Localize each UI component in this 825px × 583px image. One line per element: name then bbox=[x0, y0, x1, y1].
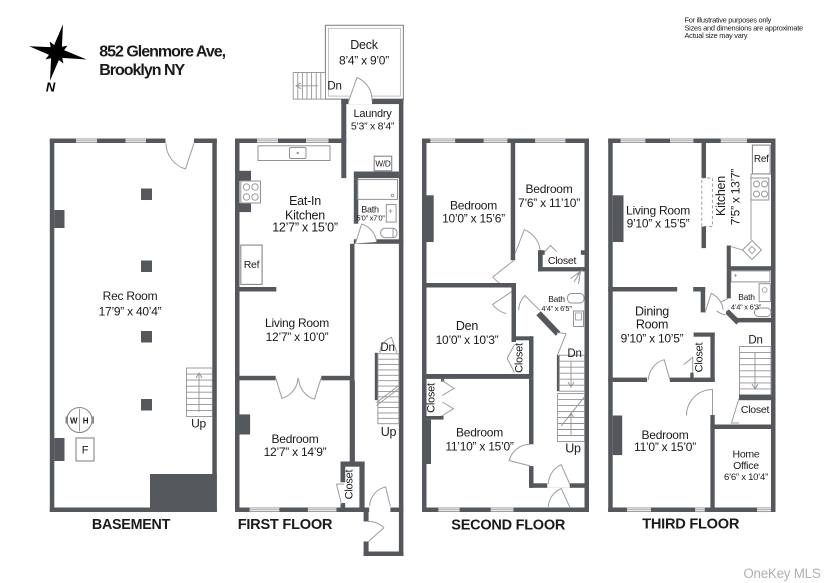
svg-text:Home: Home bbox=[732, 449, 759, 461]
svg-text:W/D: W/D bbox=[375, 160, 391, 169]
svg-text:Bedroom: Bedroom bbox=[456, 426, 503, 440]
svg-text:Ref: Ref bbox=[754, 154, 769, 165]
svg-text:THIRD FLOOR: THIRD FLOOR bbox=[642, 517, 740, 533]
svg-text:Dining: Dining bbox=[635, 305, 669, 319]
svg-text:Actual size may vary: Actual size may vary bbox=[685, 31, 748, 40]
svg-text:Living Room: Living Room bbox=[626, 204, 690, 218]
svg-text:Laundry: Laundry bbox=[353, 108, 392, 120]
svg-text:8’4” x 9’0”: 8’4” x 9’0” bbox=[339, 54, 389, 68]
svg-text:SECOND FLOOR: SECOND FLOOR bbox=[451, 517, 566, 533]
svg-text:For illustrative purposes only: For illustrative purposes only bbox=[685, 16, 772, 25]
svg-text:Den: Den bbox=[456, 319, 478, 333]
svg-text:10’0” x 15’6”: 10’0” x 15’6” bbox=[442, 212, 505, 226]
svg-text:FIRST FLOOR: FIRST FLOOR bbox=[238, 517, 333, 533]
svg-text:OneKey MLS: OneKey MLS bbox=[743, 566, 820, 581]
svg-text:11’10” x 15’0”: 11’10” x 15’0” bbox=[445, 440, 514, 454]
svg-text:4’4” x 6’3”: 4’4” x 6’3” bbox=[731, 303, 762, 312]
svg-text:5’3” x 8’4”: 5’3” x 8’4” bbox=[351, 121, 395, 133]
svg-text:Bedroom: Bedroom bbox=[526, 182, 573, 196]
svg-text:Closet: Closet bbox=[514, 343, 526, 373]
svg-text:Ref: Ref bbox=[244, 259, 260, 271]
svg-text:12’7” x 14’9”: 12’7” x 14’9” bbox=[264, 445, 327, 459]
svg-text:Closet: Closet bbox=[694, 342, 706, 372]
svg-text:4’4” x 6’5”: 4’4” x 6’5” bbox=[541, 304, 572, 313]
svg-text:Closet: Closet bbox=[426, 383, 438, 413]
svg-text:7’5” x 13’7”: 7’5” x 13’7” bbox=[729, 169, 743, 226]
svg-text:H: H bbox=[83, 417, 89, 426]
svg-text:Dn: Dn bbox=[327, 81, 341, 93]
svg-text:Up: Up bbox=[565, 442, 581, 456]
svg-text:N: N bbox=[46, 80, 56, 95]
svg-text:10’0” x 10’3”: 10’0” x 10’3” bbox=[436, 333, 499, 347]
svg-text:6’6” x 10’4”: 6’6” x 10’4” bbox=[724, 472, 768, 483]
svg-text:Bath: Bath bbox=[548, 294, 565, 304]
svg-text:Bedroom: Bedroom bbox=[642, 428, 689, 442]
svg-text:5’0” x7’0”: 5’0” x7’0” bbox=[356, 214, 385, 223]
svg-text:Rec Room: Rec Room bbox=[103, 289, 158, 303]
svg-text:Closet: Closet bbox=[343, 469, 355, 499]
svg-text:BASEMENT: BASEMENT bbox=[92, 517, 171, 533]
svg-text:852 Glenmore Ave,: 852 Glenmore Ave, bbox=[99, 44, 225, 61]
svg-text:Bath: Bath bbox=[361, 205, 379, 215]
svg-text:9’10” x 15’5”: 9’10” x 15’5” bbox=[627, 217, 690, 231]
svg-text:Office: Office bbox=[733, 460, 759, 472]
svg-text:Bedroom: Bedroom bbox=[272, 432, 319, 446]
svg-text:Sizes and dimensions are appro: Sizes and dimensions are approximate bbox=[685, 23, 803, 32]
svg-text:12’7” x 10’0”: 12’7” x 10’0” bbox=[266, 330, 329, 344]
svg-text:F: F bbox=[82, 445, 89, 457]
svg-text:9’10” x 10’5”: 9’10” x 10’5” bbox=[621, 332, 684, 346]
svg-text:Up: Up bbox=[191, 417, 206, 431]
svg-text:Closet: Closet bbox=[548, 255, 577, 267]
svg-text:Dn: Dn bbox=[567, 348, 581, 360]
svg-text:11’0” x 15’0”: 11’0” x 15’0” bbox=[634, 440, 696, 454]
svg-text:12’7” x 15’0”: 12’7” x 15’0” bbox=[272, 221, 338, 235]
svg-text:Room: Room bbox=[636, 318, 668, 332]
svg-text:Living Room: Living Room bbox=[265, 316, 329, 330]
svg-text:Eat-In: Eat-In bbox=[289, 194, 321, 208]
svg-text:Kitchen: Kitchen bbox=[285, 209, 325, 223]
svg-text:Deck: Deck bbox=[350, 38, 378, 52]
svg-text:Dn: Dn bbox=[380, 342, 394, 354]
svg-text:Closet: Closet bbox=[741, 404, 770, 416]
svg-text:Bath: Bath bbox=[738, 292, 755, 302]
svg-text:17’9” x 40’4”: 17’9” x 40’4” bbox=[99, 305, 162, 319]
svg-text:Dn: Dn bbox=[748, 335, 762, 347]
svg-text:Kitchen: Kitchen bbox=[714, 176, 728, 216]
svg-text:Brooklyn NY: Brooklyn NY bbox=[99, 62, 185, 79]
svg-text:W: W bbox=[70, 417, 78, 426]
svg-text:7’6” x 11’10”: 7’6” x 11’10” bbox=[518, 196, 580, 210]
svg-text:Bedroom: Bedroom bbox=[450, 199, 497, 213]
svg-text:Up: Up bbox=[381, 425, 397, 439]
